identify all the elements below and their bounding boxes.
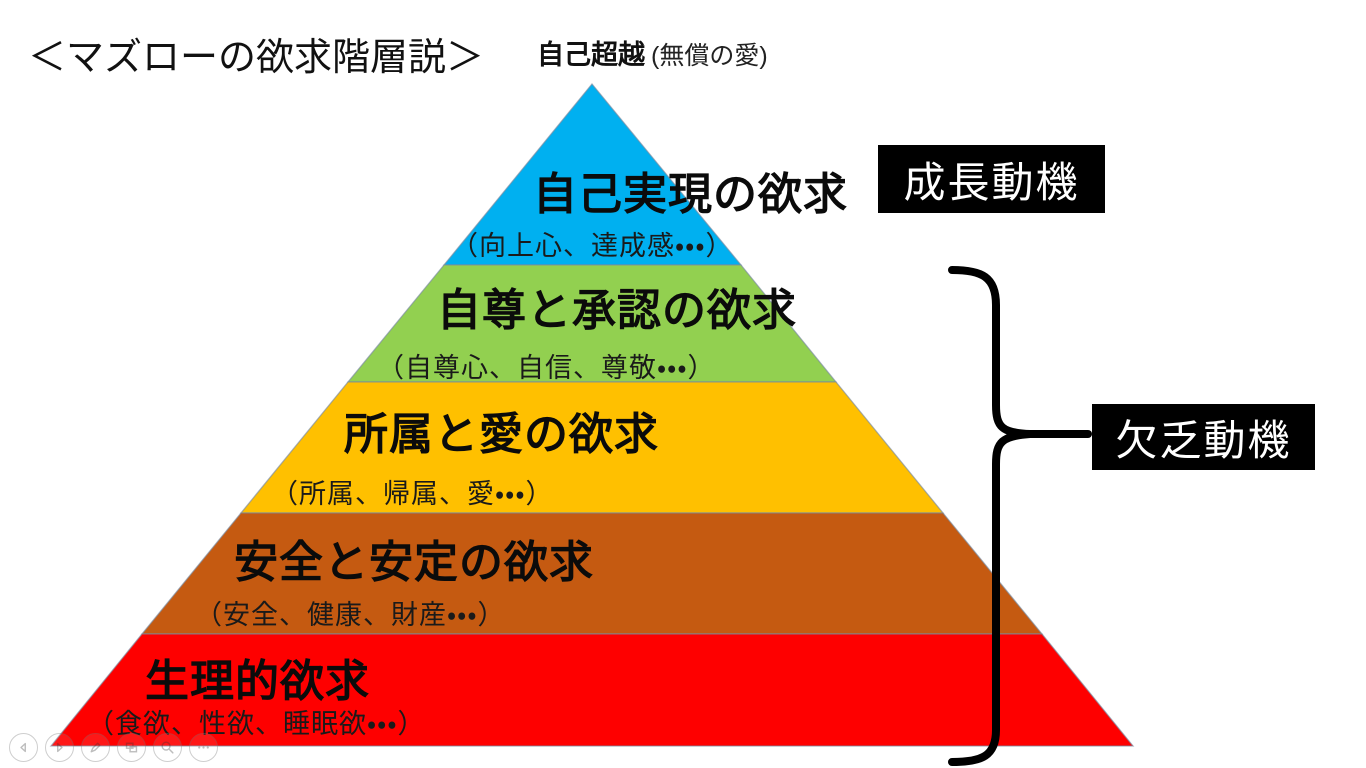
self-transcendence-note: (無償の愛) <box>651 42 768 70</box>
zoom-icon[interactable] <box>153 733 182 762</box>
level-5-name: 生理的欲求 <box>145 657 370 706</box>
level-1-name: 自己実現の欲求 <box>533 170 848 219</box>
see-all-slides-icon[interactable] <box>117 733 146 762</box>
level-5-detail: （食欲、性欲、睡眠欲・・・） <box>87 709 426 739</box>
deficiency-motivation-badge: 欠乏動機 <box>1092 404 1315 470</box>
level-shape-physiological <box>49 633 1135 747</box>
level-3-name: 所属と愛の欲求 <box>344 410 659 459</box>
self-transcendence-label: 自己超越 <box>537 40 645 70</box>
level-3-detail: （所属、帰属、愛・・・） <box>271 479 554 509</box>
pen-icon[interactable] <box>81 733 110 762</box>
level-2-name: 自尊と承認の欲求 <box>437 286 797 335</box>
more-options-icon[interactable] <box>189 733 218 762</box>
next-slide-icon[interactable] <box>45 733 74 762</box>
growth-motivation-badge: 成長動機 <box>878 145 1105 213</box>
deficiency-brace <box>948 266 1092 766</box>
self-transcendence-caption: 自己超越 (無償の愛) <box>537 33 768 72</box>
slideshow-controls <box>0 733 218 765</box>
level-1-detail: （向上心、達成感・・・） <box>451 231 734 261</box>
level-4-detail: （安全、健康、財産・・・） <box>195 600 506 630</box>
level-2-detail: （自尊心、自信、尊敬・・・） <box>377 353 716 383</box>
level-4-name: 安全と安定の欲求 <box>234 538 594 587</box>
page-title: ＜マズローの欲求階層説＞ <box>28 37 485 79</box>
previous-slide-icon[interactable] <box>9 733 38 762</box>
